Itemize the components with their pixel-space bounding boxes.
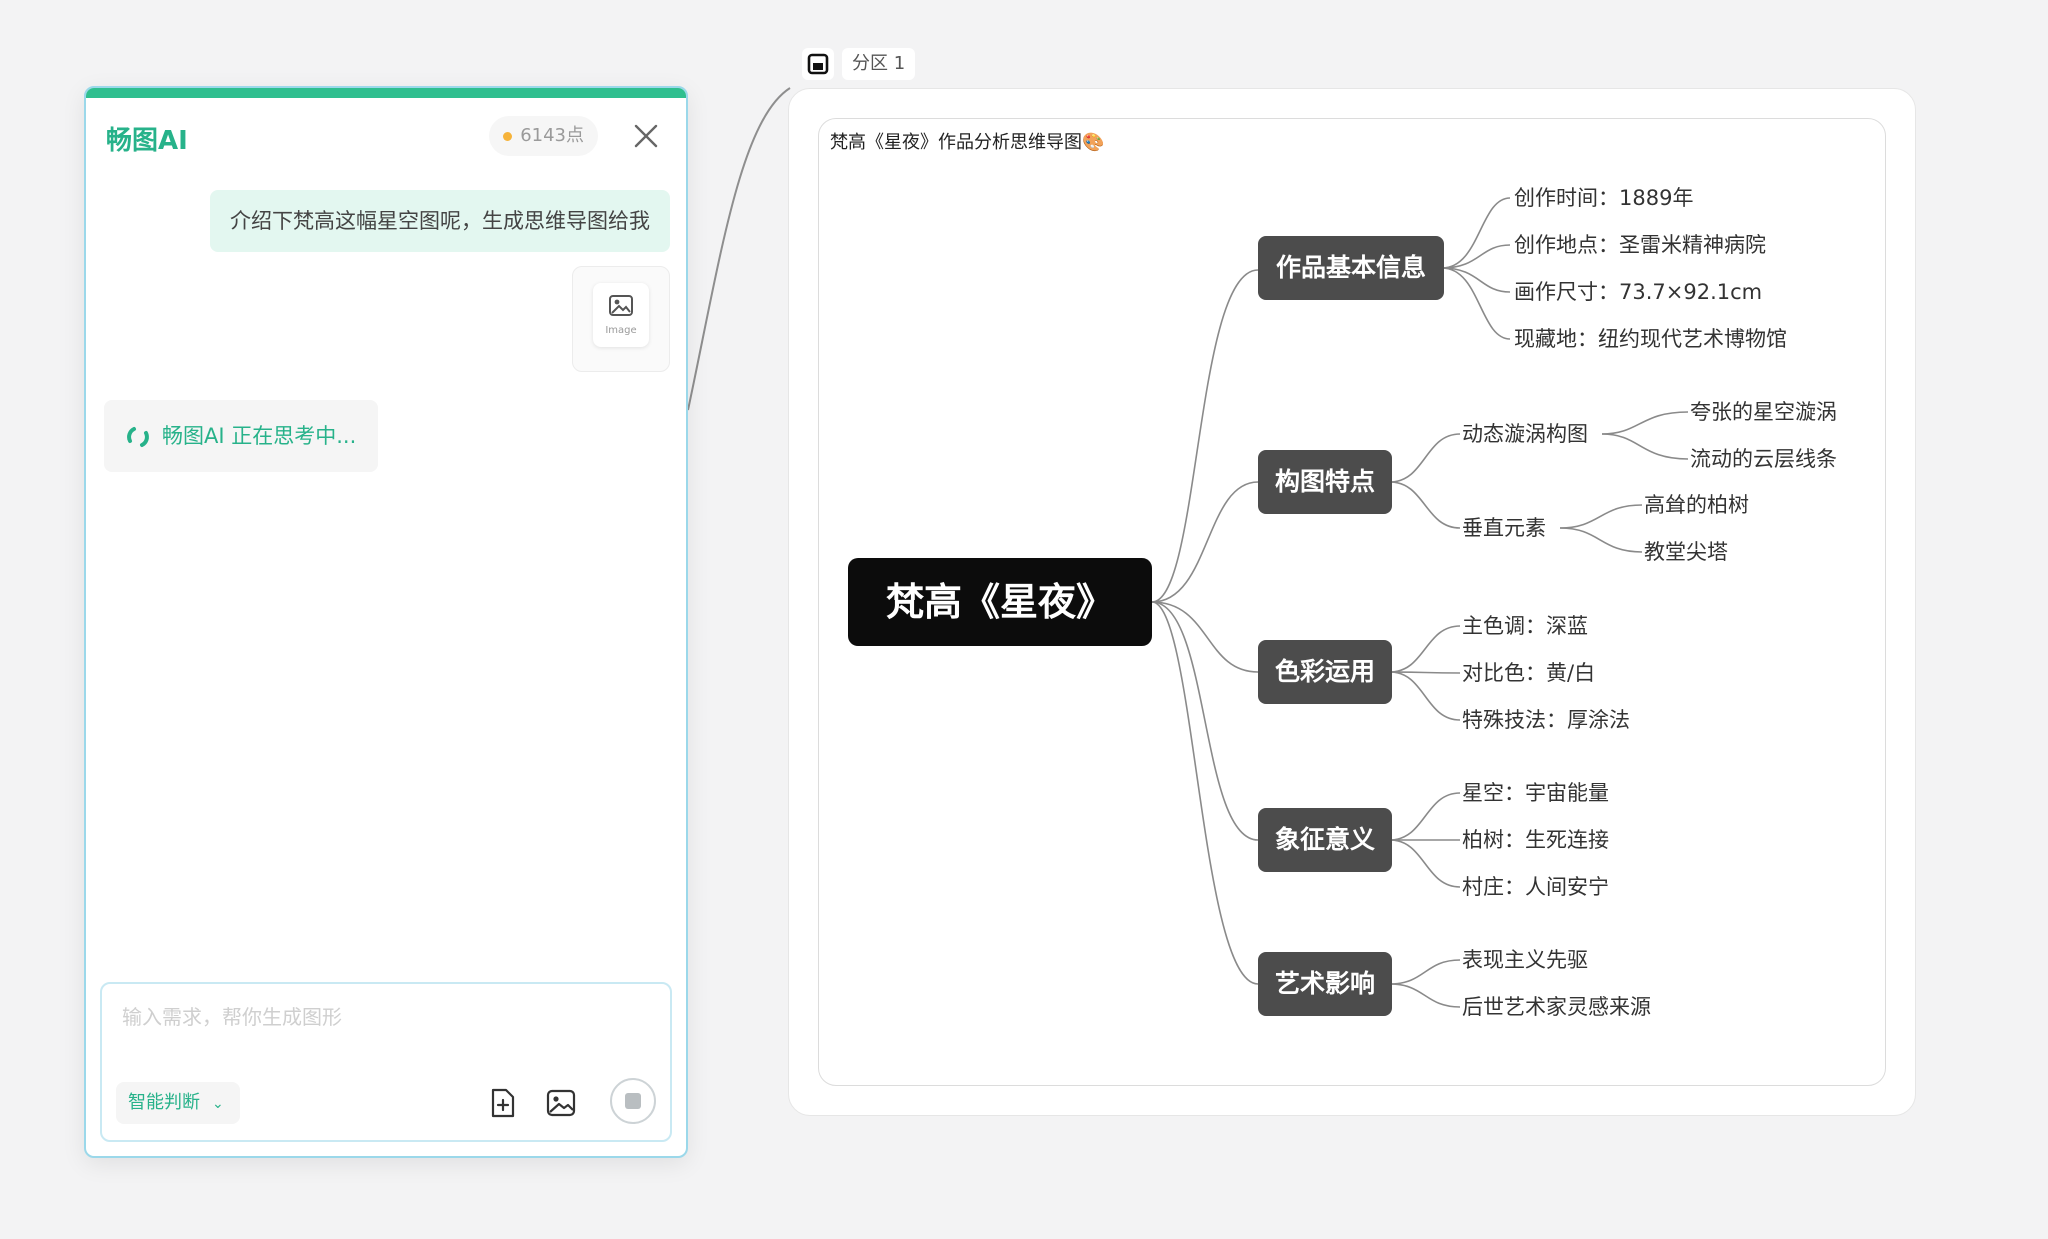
mindmap-leaf[interactable]: 后世艺术家灵感来源 [1462,995,1651,1019]
add-file-icon[interactable] [486,1086,520,1120]
thinking-text: 畅图AI 正在思考中... [162,424,357,448]
mindmap-branch-color[interactable]: 色彩运用 [1258,640,1392,704]
points-badge: 6143点 [489,116,598,156]
image-attachment-thumb: Image [593,283,649,347]
mindmap-branch-composition[interactable]: 构图特点 [1258,450,1392,514]
mindmap-title: 梵高《星夜》作品分析思维导图🎨 [830,132,1105,153]
frame-label: 分区 1 [842,48,916,80]
mindmap-leaf[interactable]: 创作地点：圣雷米精神病院 [1514,233,1766,257]
mindmap-leaf[interactable]: 创作时间：1889年 [1514,186,1694,210]
mindmap-branch-basic-info[interactable]: 作品基本信息 [1258,236,1444,300]
prompt-input-box: 智能判断 ⌄ [100,982,672,1142]
mindmap-leaf[interactable]: 表现主义先驱 [1462,948,1588,972]
mindmap-leaf[interactable]: 现藏地：纽约现代艺术博物馆 [1514,327,1787,351]
stop-generation-button[interactable] [610,1078,656,1124]
mindmap-leaf[interactable]: 主色调：深蓝 [1462,614,1588,638]
mindmap-leaf[interactable]: 特殊技法：厚涂法 [1462,708,1630,732]
mindmap-leaf[interactable]: 对比色：黄/白 [1462,661,1596,685]
chat-title: 畅图AI [106,126,188,156]
image-attachment[interactable]: Image [572,266,670,372]
loading-spinner-icon [127,427,149,447]
points-value: 6143点 [520,125,584,146]
mindmap-branch-influence[interactable]: 艺术影响 [1258,952,1392,1016]
panel-accent-bar [86,88,686,98]
mindmap-leaf[interactable]: 流动的云层线条 [1690,447,1837,471]
close-icon[interactable] [626,116,666,156]
mindmap-leaf[interactable]: 村庄：人间安宁 [1462,875,1609,899]
ai-chat-panel: 畅图AI 6143点 介绍下梵高这幅星空图呢，生成思维导图给我 Image 畅图… [84,86,688,1158]
mindmap-leaf[interactable]: 画作尺寸：73.7×92.1cm [1514,280,1763,304]
mode-label: 智能判断 [128,1092,200,1113]
prompt-input[interactable] [120,996,652,1038]
mindmap-subnode[interactable]: 垂直元素 [1462,516,1546,540]
upload-image-icon[interactable] [544,1086,578,1120]
mode-dropdown[interactable]: 智能判断 ⌄ [116,1082,240,1124]
attachment-label: Image [605,325,637,336]
mindmap-leaf[interactable]: 柏树：生死连接 [1462,828,1609,852]
user-message: 介绍下梵高这幅星空图呢，生成思维导图给我 [210,190,670,252]
points-dot-icon [503,131,513,141]
mindmap-branch-symbolism[interactable]: 象征意义 [1258,808,1392,872]
mindmap-subnode[interactable]: 动态漩涡构图 [1462,422,1588,446]
mindmap-root-node[interactable]: 梵高《星夜》 [848,558,1152,646]
mindmap-leaf[interactable]: 星空：宇宙能量 [1462,781,1609,805]
chevron-down-icon: ⌄ [212,1096,224,1112]
mindmap-leaf[interactable]: 高耸的柏树 [1644,493,1749,517]
image-icon [609,295,633,316]
thinking-status: 畅图AI 正在思考中... [104,400,379,472]
frame-icon [802,48,834,80]
mindmap-leaf[interactable]: 夸张的星空漩涡 [1690,400,1837,424]
chat-header: 畅图AI 6143点 [106,116,666,156]
mindmap-leaf[interactable]: 教堂尖塔 [1644,540,1728,564]
